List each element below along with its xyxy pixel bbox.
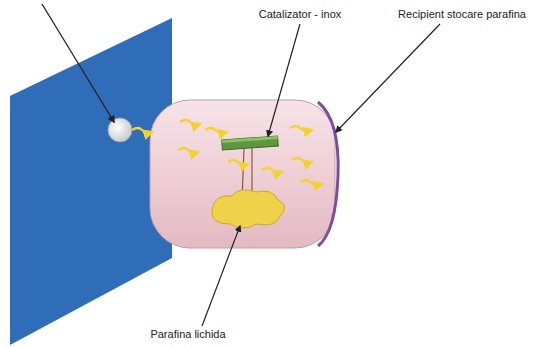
leader-line <box>268 24 300 136</box>
part-label: Parafina lichida <box>150 328 225 341</box>
catalyst-rod <box>222 136 279 150</box>
leader-line <box>202 226 240 326</box>
wall-panel <box>10 18 172 345</box>
leader-line <box>42 4 114 122</box>
vapour-arrows <box>132 120 322 185</box>
container-rim <box>318 102 338 246</box>
leader-line <box>336 24 440 132</box>
liquid-paraffin <box>212 190 285 228</box>
part-label: Catalizator - inox <box>259 8 342 21</box>
inlet-hole <box>108 118 132 142</box>
storage-container <box>150 100 335 248</box>
part-label: Recipient stocare parafina <box>398 8 526 21</box>
